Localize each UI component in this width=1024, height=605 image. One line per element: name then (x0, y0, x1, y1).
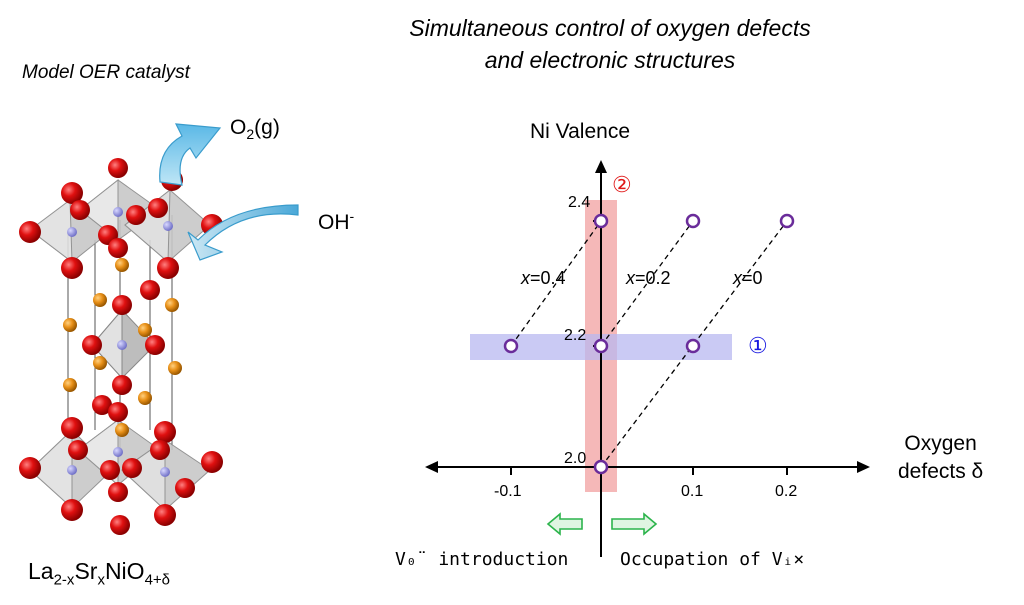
trend-line-x02 (600, 220, 694, 347)
data-point (593, 213, 609, 229)
right-arrow-icon (611, 512, 658, 536)
data-point (593, 459, 609, 475)
x-tick-label: 0.1 (681, 483, 704, 500)
plot-axes (425, 160, 870, 557)
o2-label: O2(g) (230, 116, 280, 143)
interstitial-occupation-label: Occupation of Vᵢ× (620, 549, 805, 570)
trend-line-x04 (510, 220, 602, 347)
x-tick-label: 0.2 (775, 483, 798, 500)
figure-title: Simultaneous control of oxygen defects a… (409, 15, 811, 73)
series-label-x04: x=0.4 (521, 268, 566, 288)
series-label-x02: x=0.2 (626, 268, 671, 288)
badge-1: ① (748, 333, 768, 358)
data-point (593, 338, 609, 354)
data-point (685, 338, 701, 354)
model-catalyst-label: Model OER catalyst (22, 62, 190, 83)
data-point (503, 338, 519, 354)
oh-adsorption-arrow (187, 204, 299, 261)
oh-label: OH- (318, 208, 355, 234)
y-tick-label: 2.4 (568, 194, 591, 211)
y-tick-label: 2.0 (564, 450, 587, 467)
y-tick-label: 2.2 (564, 327, 587, 344)
data-point (685, 213, 701, 229)
x-tick-label: -0.1 (494, 483, 522, 500)
y-axis-label: Ni Valence (530, 120, 630, 143)
data-point (779, 213, 795, 229)
series-label-x0: x=0 (733, 268, 763, 288)
crystal-structure-illustration (19, 158, 223, 535)
o2-release-arrow (159, 123, 222, 186)
badge-2: ② (612, 172, 632, 197)
x-axis-label: Oxygen defects δ (898, 432, 984, 483)
left-arrow-icon (546, 512, 583, 536)
chemical-formula: La2-xSrxNiO4+δ (28, 558, 171, 589)
oxygen-vacancy-introduction-label: V₀¨ introduction (395, 549, 569, 570)
